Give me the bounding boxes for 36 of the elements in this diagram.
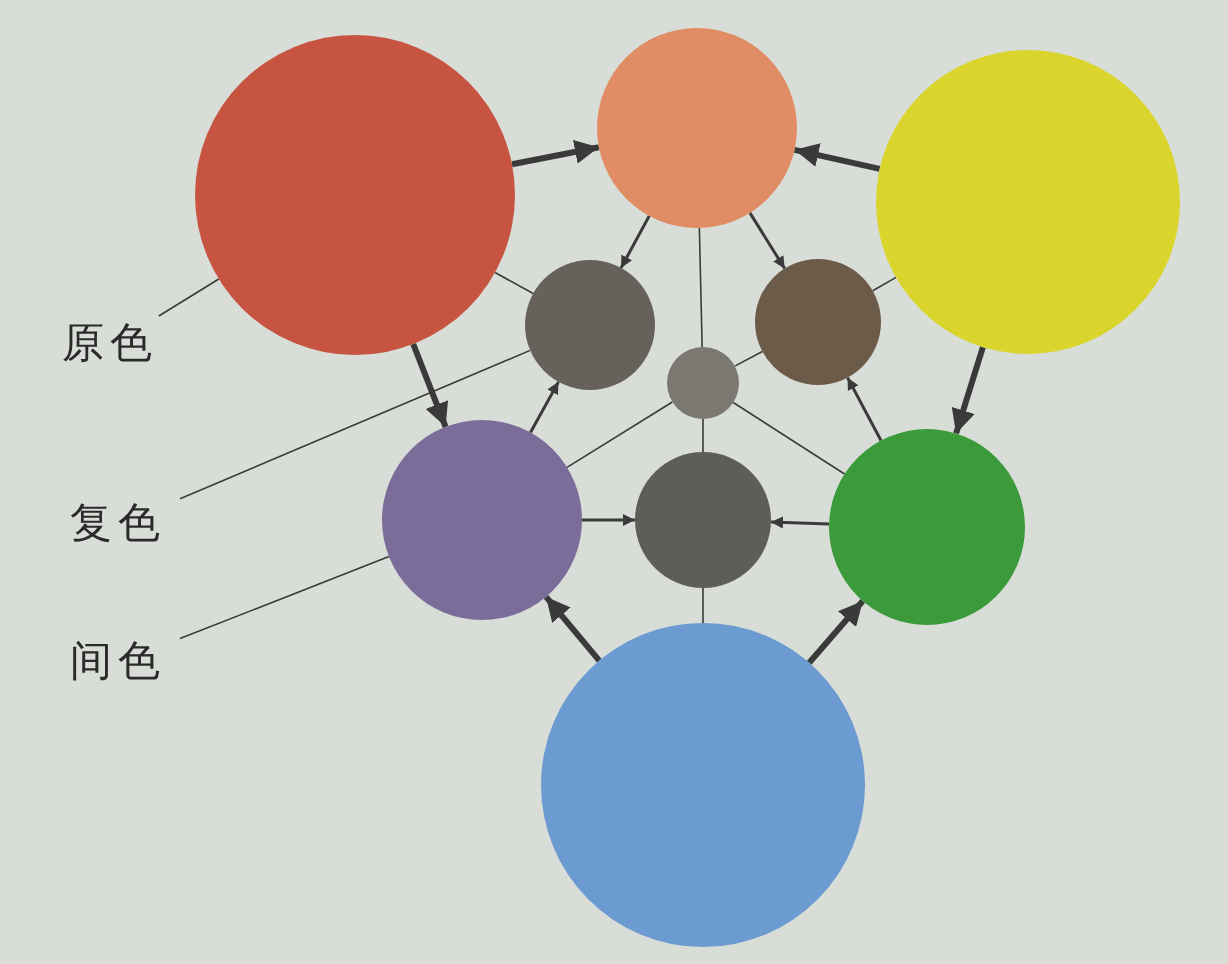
connector-line [698, 227, 703, 348]
arrow [619, 215, 651, 269]
connector-line [494, 271, 534, 295]
color-circle [525, 260, 655, 390]
leader-line [179, 555, 390, 640]
connector-line [734, 350, 764, 367]
connector-line [702, 587, 704, 624]
connector-line [702, 418, 704, 453]
connector-line [732, 401, 846, 475]
arrow [806, 599, 865, 665]
category-label: 间色 [70, 636, 166, 686]
arrow [511, 140, 600, 168]
color-circle [195, 35, 515, 355]
arrow [410, 342, 449, 428]
color-circle [667, 347, 739, 419]
color-circle [635, 452, 771, 588]
color-circle [541, 623, 865, 947]
arrow [529, 381, 560, 434]
color-circle [876, 50, 1180, 354]
category-label: 原色 [62, 318, 158, 368]
arrow [543, 594, 602, 663]
arrow [793, 143, 881, 172]
arrow [951, 346, 986, 435]
category-label: 复色 [70, 498, 166, 548]
color-circle [829, 429, 1025, 625]
connector-line [871, 276, 897, 292]
leader-line [179, 349, 531, 500]
color-circle [755, 259, 881, 385]
arrow [748, 212, 786, 270]
connector-line [566, 401, 674, 469]
arrow [770, 516, 830, 529]
color-circle [597, 28, 797, 228]
arrow [846, 376, 883, 442]
arrow [582, 514, 635, 526]
color-circle [382, 420, 582, 620]
leader-line [158, 278, 220, 317]
